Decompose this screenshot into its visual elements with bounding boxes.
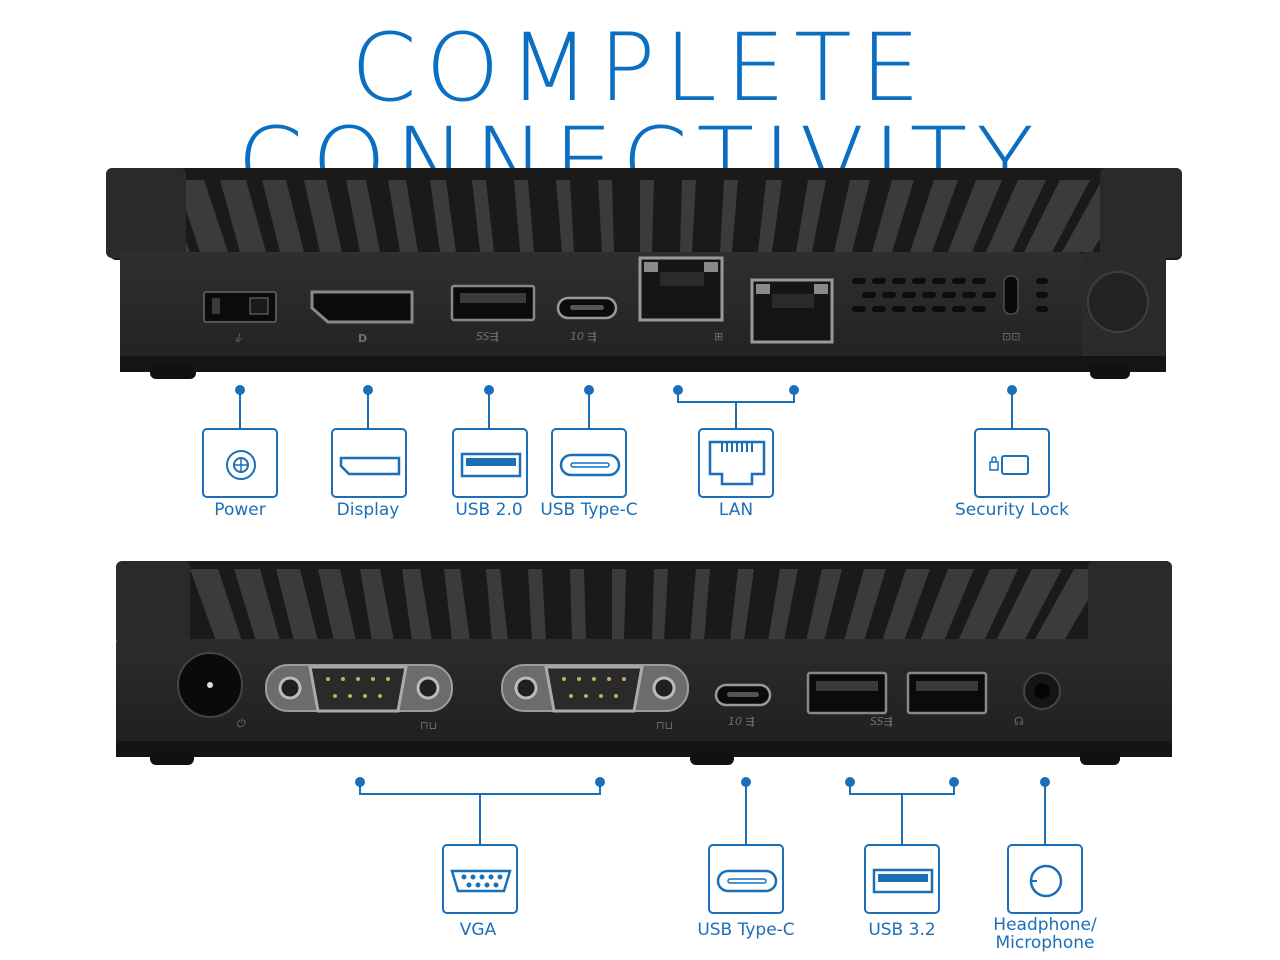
label-audio: Headphone/ Microphone [975, 916, 1115, 952]
label-lan: LAN [718, 500, 754, 520]
svg-text:☊: ☊ [1014, 715, 1024, 728]
device-rear-view: ⏚ D SS⇶ 10 ⇶ ⊞ ⊡⊡ [100, 160, 1190, 390]
svg-text:⏻: ⏻ [236, 717, 246, 730]
audio-icon-box [1007, 844, 1083, 914]
usb32-icon-box [864, 844, 940, 914]
label-display: Display [336, 500, 400, 520]
port-power-round [177, 652, 243, 718]
port-usb-c-top [556, 296, 618, 320]
svg-text:⊡⊡: ⊡⊡ [1002, 330, 1020, 343]
svg-text:⏚: ⏚ [232, 332, 243, 345]
port-lan-1 [638, 256, 724, 322]
usb-ss-marking: SS⇶ [476, 330, 499, 343]
svg-text:⊓⊔: ⊓⊔ [420, 719, 437, 732]
audio-jack-icon [1029, 864, 1063, 898]
vga-icon-box [442, 844, 518, 914]
vent-holes [852, 278, 1048, 312]
port-power-dc [203, 291, 277, 323]
port-usb-a-front-1 [806, 671, 888, 715]
port-displayport [310, 290, 414, 324]
port-serial-2 [501, 664, 689, 713]
label-usb32: USB 3.2 [868, 920, 936, 940]
usb-a-icon [872, 868, 934, 894]
port-serial-1 [265, 664, 453, 713]
usb-c-icon [559, 453, 621, 477]
device-front-view: ⏻ ⊓⊔ ⊓⊔ 10 ⇶ SS⇶ ☊ [110, 555, 1180, 780]
usb-a-icon [460, 452, 522, 478]
lock-slot-icon [989, 455, 1029, 475]
port-usb-c-front [714, 683, 772, 707]
power-icon-box [202, 428, 278, 498]
display-icon-box [331, 428, 407, 498]
power-connector-icon [226, 450, 256, 480]
label-security: Security Lock [955, 500, 1069, 520]
usb-c-icon [716, 869, 778, 893]
svg-text:⊞: ⊞ [714, 330, 723, 343]
svg-text:⊓⊔: ⊓⊔ [656, 719, 673, 732]
label-audio-line2: Microphone [995, 933, 1095, 953]
port-audio-jack [1023, 672, 1061, 710]
label-usb20: USB 2.0 [455, 500, 523, 520]
label-usbc-bottom: USB Type-C [697, 920, 795, 940]
label-audio-line1: Headphone/ [993, 915, 1097, 935]
svg-text:SS⇶: SS⇶ [870, 715, 893, 728]
svg-text:D: D [358, 332, 367, 345]
label-power: Power [214, 500, 266, 520]
security-icon-box [974, 428, 1050, 498]
svg-text:10 ⇶: 10 ⇶ [728, 715, 755, 728]
port-lan-2 [750, 278, 834, 344]
label-vga: VGA [459, 920, 497, 940]
lan-icon-box [698, 428, 774, 498]
usbc-top-icon-box [551, 428, 627, 498]
usbc-bottom-icon-box [708, 844, 784, 914]
svg-text:10 ⇶: 10 ⇶ [570, 330, 597, 343]
label-usbc-top: USB Type-C [540, 500, 638, 520]
displayport-icon [339, 456, 401, 476]
power-button [1087, 271, 1149, 333]
heatsink-fins [130, 180, 1134, 252]
serial-port-icon [450, 869, 512, 893]
ethernet-icon [708, 440, 766, 486]
port-security-slot [1003, 275, 1019, 315]
usb20-icon-box [452, 428, 528, 498]
port-usb-a-top [450, 284, 536, 322]
port-usb-a-front-2 [906, 671, 988, 715]
